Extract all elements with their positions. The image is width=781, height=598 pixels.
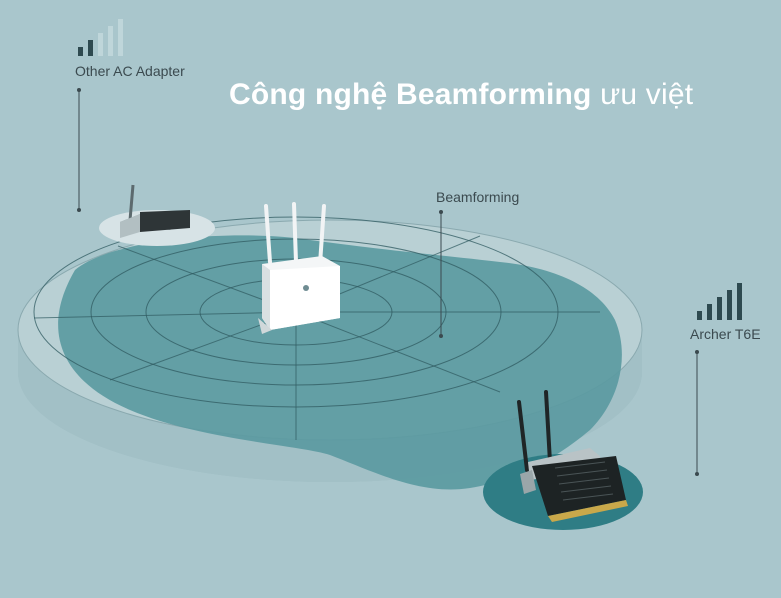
signal-strength-icon: [697, 283, 742, 320]
signal-bar: [98, 33, 103, 56]
signal-bar: [737, 283, 742, 320]
signal-strength-icon: [78, 19, 123, 56]
other-adapter-card: [120, 184, 190, 238]
leader-lines: [78, 90, 698, 474]
headline-regular: ưu việt: [600, 78, 694, 111]
router-icon: [258, 202, 340, 334]
signal-bar: [88, 40, 93, 56]
signal-bar: [108, 26, 113, 56]
signal-bar: [717, 297, 722, 320]
headline-bold: Công nghệ Beamforming: [229, 78, 592, 111]
archer-label: Archer T6E: [690, 326, 761, 342]
signal-bar: [707, 304, 712, 320]
signal-bar: [78, 47, 83, 56]
signal-bar: [727, 290, 732, 320]
beamforming-label: Beamforming: [436, 189, 520, 205]
other-adapter-label: Other AC Adapter: [75, 63, 185, 79]
leader-dots: [77, 88, 699, 476]
headline: Công nghệ Beamforming ưu việt: [229, 78, 693, 112]
coverage-radials: [33, 218, 600, 440]
signal-bar: [697, 311, 702, 320]
pcie-adapter-icon: [517, 390, 628, 522]
signal-bar: [118, 19, 123, 56]
